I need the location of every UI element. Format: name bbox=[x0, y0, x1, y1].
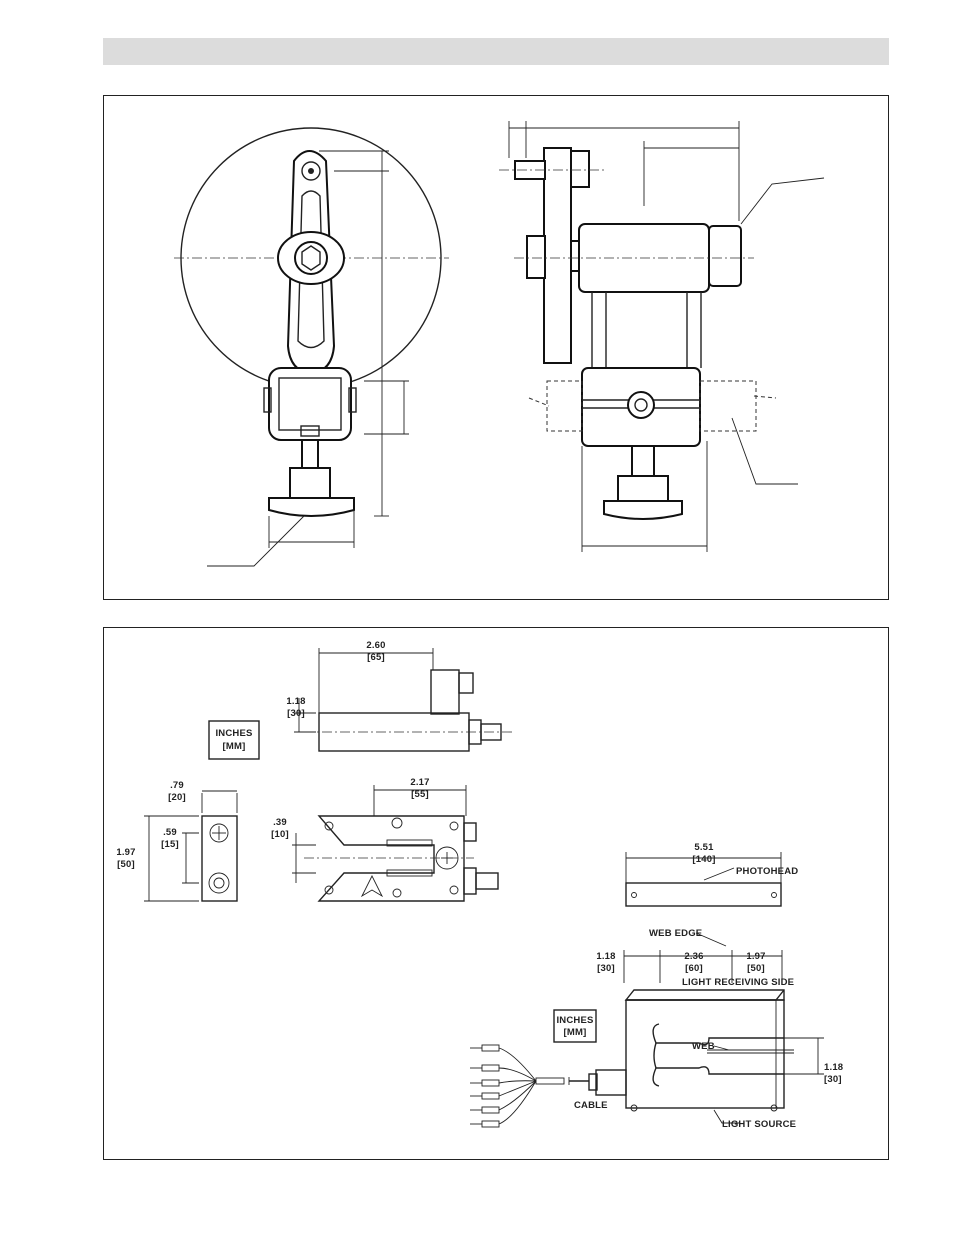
long-photohead: 5.51 [140] PHOTOHEAD bbox=[625, 842, 798, 907]
units-box-2: INCHES [MM] bbox=[553, 1009, 597, 1043]
dim-260-mm: [65] bbox=[367, 652, 385, 663]
dim-551-mm: [140] bbox=[692, 854, 715, 865]
web-callout: WEB bbox=[692, 1041, 715, 1052]
dim-039-mm: [10] bbox=[271, 829, 289, 840]
web-edge-callout: WEB EDGE bbox=[649, 928, 702, 939]
photohead-end-view: .79 [20] .59 [15] 1.97 [50] bbox=[116, 780, 238, 902]
dim-197a-mm: [50] bbox=[117, 859, 135, 870]
dancer-arm-drawing bbox=[174, 121, 825, 567]
photohead-callout: PHOTOHEAD bbox=[736, 866, 798, 877]
front-view bbox=[174, 127, 449, 567]
dim-118b-mm: [30] bbox=[597, 963, 615, 974]
units-box-1-line1: INCHES bbox=[215, 728, 252, 739]
dim-039-in: .39 bbox=[273, 817, 287, 828]
dim-197b-in: 1.97 bbox=[746, 951, 765, 962]
photohead-fork-view: 2.17 [55] .39 [10] bbox=[271, 777, 499, 902]
photohead-top-view: 2.60 [65] 1.18 [30] bbox=[286, 640, 514, 752]
side-view bbox=[499, 121, 825, 552]
dim-217-mm: [55] bbox=[411, 789, 429, 800]
dim-118b-in: 1.18 bbox=[596, 951, 615, 962]
dim-118c-in: 1.18 bbox=[824, 1062, 843, 1073]
dim-197a-in: 1.97 bbox=[116, 847, 135, 858]
units-box-1-line2: [MM] bbox=[223, 741, 246, 752]
units-box-1: INCHES [MM] bbox=[208, 720, 260, 760]
dim-118a-mm: [30] bbox=[287, 708, 305, 719]
dim-059-mm: [15] bbox=[161, 839, 179, 850]
units-box-2-line2: [MM] bbox=[564, 1027, 587, 1038]
figure-web-edge-sensor: INCHES [MM] 2.60 [65] 1.18 [30] bbox=[103, 627, 889, 1160]
cable-callout: CABLE bbox=[574, 1100, 608, 1111]
dim-059-in: .59 bbox=[163, 827, 177, 838]
dim-118c-mm: [30] bbox=[824, 1074, 842, 1085]
section-header-bar bbox=[103, 38, 889, 65]
dim-236-in: 2.36 bbox=[684, 951, 703, 962]
sensor-drawing: INCHES [MM] 2.60 [65] 1.18 [30] bbox=[116, 640, 843, 1130]
dim-079-mm: [20] bbox=[168, 792, 186, 803]
dim-197b-mm: [50] bbox=[747, 963, 765, 974]
dim-217-in: 2.17 bbox=[410, 777, 429, 788]
light-source-callout: LIGHT SOURCE bbox=[722, 1119, 796, 1130]
dim-551-in: 5.51 bbox=[694, 842, 714, 853]
units-box-2-line1: INCHES bbox=[556, 1015, 593, 1026]
fork-sensor-iso-view: 1.18 [30] 2.36 [60] 1.97 [50] WEB EDGE L… bbox=[470, 928, 843, 1130]
dim-118a-in: 1.18 bbox=[286, 696, 305, 707]
dim-236-mm: [60] bbox=[685, 963, 703, 974]
dim-079-in: .79 bbox=[170, 780, 184, 791]
light-receiving-side-callout: LIGHT RECEIVING SIDE bbox=[682, 977, 794, 988]
dim-260-in: 2.60 bbox=[366, 640, 385, 651]
figure-dancer-arm-assembly bbox=[103, 95, 889, 600]
